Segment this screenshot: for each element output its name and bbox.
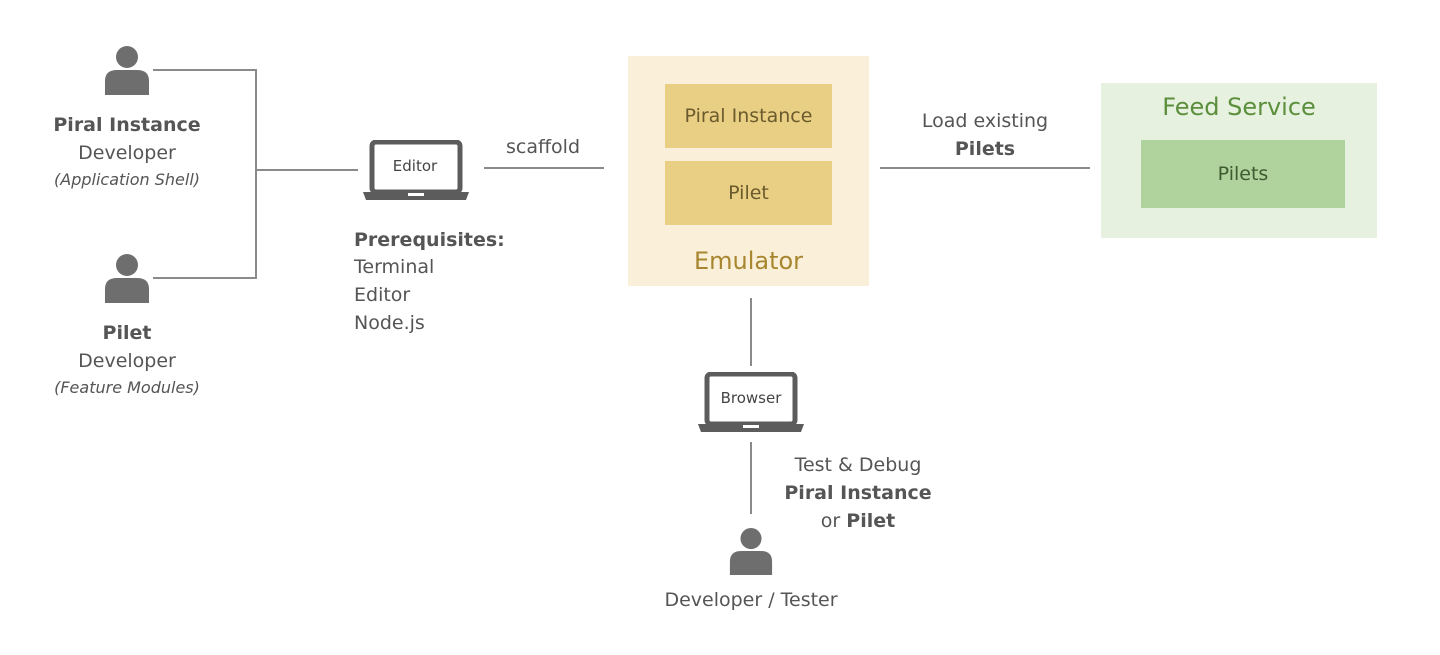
connector-emulator-feed (880, 167, 1090, 169)
laptop-icon-browser (698, 372, 804, 432)
load-pilets-label: Pilets (954, 138, 1016, 160)
emulator-pilet: Pilet (665, 161, 832, 225)
feed-service-title: Feed Service (1162, 93, 1316, 121)
piral-dev-subtitle: (Application Shell) (54, 170, 200, 189)
connector-emulator-browser (750, 298, 752, 366)
connector-pilet-h (153, 277, 256, 279)
editor-screen-label: Editor (392, 157, 438, 175)
pilet-dev-title: Developer (78, 350, 176, 372)
connector-editor-emulator (484, 167, 604, 169)
prereq-item: Terminal (354, 256, 435, 278)
connector-vertical-left (255, 69, 257, 279)
test-debug-label: Test & Debug (794, 454, 922, 476)
load-existing-label: Load existing (921, 110, 1049, 132)
browser-screen-label: Browser (720, 389, 782, 407)
connector-browser-tester (750, 442, 752, 514)
pilet-dev-role: Pilet (102, 322, 152, 344)
scaffold-label: scaffold (505, 136, 581, 158)
feed-pilets-label: Pilets (1217, 163, 1269, 185)
person-icon-pilet (105, 254, 149, 303)
test-or-prefix: or (820, 510, 847, 532)
tester-label: Developer / Tester (664, 589, 838, 611)
piral-dev-title: Developer (78, 142, 176, 164)
feed-pilets: Pilets (1141, 140, 1345, 208)
test-or-pilet-label: or Pilet (778, 507, 938, 535)
prereq-item: Editor (354, 284, 411, 306)
piral-dev-role: Piral Instance (53, 114, 201, 136)
test-pilet-bold: Pilet (846, 510, 896, 532)
emulator-title: Emulator (693, 247, 804, 275)
emulator-piral-instance: Piral Instance (665, 84, 832, 148)
person-icon-tester (729, 528, 773, 575)
person-icon-piral (105, 46, 149, 95)
connector-to-editor (256, 169, 358, 171)
prereq-heading: Prerequisites: (354, 229, 505, 251)
test-piral-label: Piral Instance (784, 482, 932, 504)
connector-piral-h (153, 69, 256, 71)
prereq-item: Node.js (354, 312, 425, 334)
pilet-dev-subtitle: (Feature Modules) (54, 378, 200, 397)
emulator-pilet-label: Pilet (728, 182, 769, 204)
laptop-icon-editor (363, 140, 469, 200)
emulator-piral-instance-label: Piral Instance (684, 105, 813, 127)
